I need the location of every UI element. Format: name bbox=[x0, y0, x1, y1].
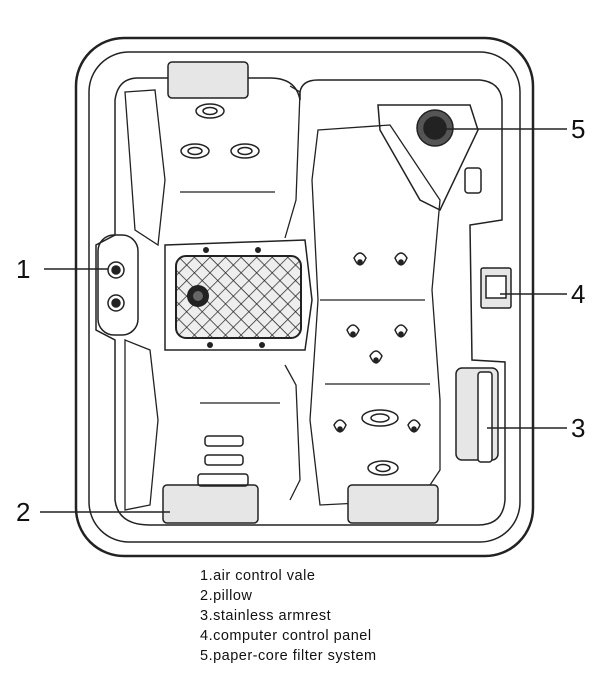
foot-jets bbox=[197, 435, 249, 487]
footwell bbox=[164, 239, 313, 351]
callout-number-1: 1 bbox=[16, 254, 30, 284]
callout-number-3: 3 bbox=[571, 413, 585, 443]
air-control-valves bbox=[97, 234, 139, 336]
tub-outer-shell bbox=[74, 36, 535, 558]
lounger-edge bbox=[309, 124, 441, 506]
seat-bottom-divider bbox=[284, 364, 301, 501]
seat-top-divider bbox=[284, 85, 301, 239]
drain-grate bbox=[175, 255, 302, 339]
callout-number-4: 4 bbox=[571, 279, 585, 309]
tub-rim bbox=[88, 51, 521, 543]
seat-lower-left bbox=[124, 339, 159, 511]
seat-upper-left bbox=[124, 89, 166, 247]
legend-item: 4.computer control panel bbox=[200, 628, 372, 644]
callout-number-2: 2 bbox=[16, 497, 30, 527]
legend: 1.air control vale 2.pillow 3.stainless … bbox=[200, 566, 377, 666]
filter-housing bbox=[377, 104, 479, 212]
pillow-bottom-right bbox=[347, 484, 439, 524]
legend-item: 1.air control vale bbox=[200, 568, 316, 584]
neck-jets bbox=[180, 103, 260, 159]
callout-number-5: 5 bbox=[571, 114, 585, 144]
skimmer bbox=[464, 167, 482, 194]
legend-item: 5.paper-core filter system bbox=[200, 648, 377, 664]
legend-item: 2.pillow bbox=[200, 588, 253, 604]
legend-item: 3.stainless armrest bbox=[200, 608, 332, 624]
pillow-bottom-left bbox=[162, 484, 259, 524]
pillow-top bbox=[167, 61, 249, 99]
lounger-jets bbox=[333, 252, 421, 476]
